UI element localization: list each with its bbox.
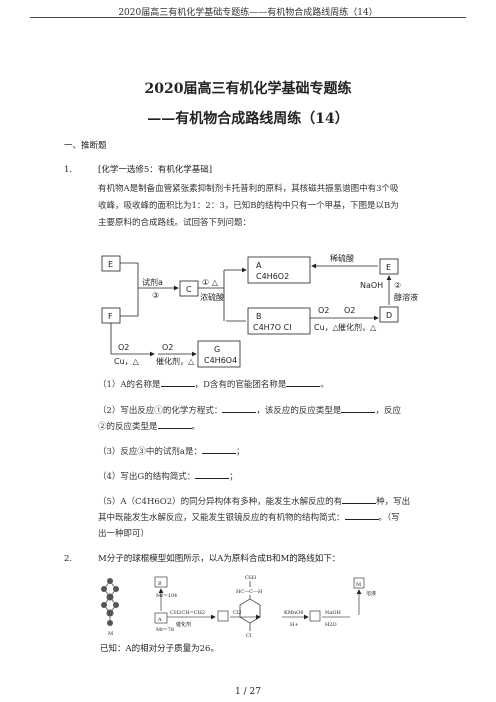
label-e-right: E bbox=[386, 263, 391, 272]
benzene-ring bbox=[239, 598, 261, 624]
q1-intro-line: 有机物A是制备血管紧张素抑制剂卡托普利的原料，其核磁共振氢谱图中有3个吸 bbox=[98, 184, 399, 194]
box-m bbox=[353, 577, 365, 589]
label-ch2: CH2CH=CH2 bbox=[170, 610, 205, 616]
label-a: A bbox=[256, 261, 262, 270]
label-a-formula: C4H6O2 bbox=[256, 272, 289, 281]
q1-intro-line: 主要原料的合成路线。试回答下列问题： bbox=[98, 218, 252, 228]
label-o2-cat: O2 bbox=[344, 306, 355, 315]
label-cl2: Cl2 bbox=[233, 610, 242, 616]
answer-blank[interactable] bbox=[160, 377, 195, 387]
answer-blank[interactable] bbox=[342, 494, 377, 504]
label-e: E bbox=[108, 260, 113, 269]
label-g-formula: C4H6O4 bbox=[204, 356, 237, 365]
label-b-formula: C4H7O Cl bbox=[253, 323, 291, 332]
box-d bbox=[379, 306, 399, 323]
running-header: 2020届高三有机化学基础专题练——有机物合成路线周练（14） bbox=[118, 8, 378, 18]
label-b2: B bbox=[158, 581, 162, 587]
label-water: H2O bbox=[325, 622, 337, 628]
label-hc: HC—C—H bbox=[236, 589, 263, 595]
box-b bbox=[247, 307, 311, 335]
q1-intro: 有机物A是制备血管紧张素抑制剂卡托普利的原料，其核磁共振氢谱图中有3个吸 收峰，… bbox=[98, 181, 399, 232]
label-cat-heat-bd: 催化剂，△ bbox=[338, 322, 377, 332]
doc-subtitle: ——有机物合成路线周练（14） bbox=[147, 111, 349, 127]
box-e-right bbox=[379, 258, 399, 275]
label-cat: 催化剂 bbox=[176, 621, 191, 628]
box-b2 bbox=[154, 576, 168, 588]
label-d: D bbox=[386, 311, 392, 320]
q2-known: 已知：A的相对分子质量为26。 bbox=[100, 644, 219, 654]
q1-sub5-cont: 其中既能发生水解反应，又能发生银镜反应的有机物的结构简式：。（写 bbox=[98, 510, 400, 527]
label-o2-bd: O2 bbox=[318, 306, 329, 315]
q1-sub3: （3）反应③中的试剂a是：； bbox=[98, 444, 245, 461]
q2-text: M分子的球棍模型如图所示，以A为原料合成B和M的路线如下： bbox=[98, 554, 341, 564]
label-naoh2: NaOH bbox=[325, 610, 341, 616]
synthesis-route-diagram: E F C 试剂a ③ ① △ 浓硫酸 A C4H6O2 B C4H7O Cl … bbox=[101, 253, 418, 368]
label-o2-g: O2 bbox=[162, 343, 173, 352]
label-ch3: CH3 bbox=[245, 575, 256, 581]
label-step3: ③ bbox=[152, 291, 159, 300]
label-naoh: NaOH bbox=[360, 281, 383, 290]
label-dil-h2so4: 稀硫酸 bbox=[330, 253, 354, 263]
label-c: C bbox=[186, 285, 192, 294]
box-g bbox=[197, 340, 241, 368]
label-conc-h2so4: 浓硫酸 bbox=[200, 292, 224, 302]
box-a2 bbox=[154, 612, 168, 624]
label-cu-heat-bd: Cu，△ bbox=[314, 323, 340, 332]
q1-intro-line: 收峰，吸收峰的面积比为1：2：3，已知B的结构中只有一个甲基，下图是以B为 bbox=[98, 201, 399, 211]
answer-blank[interactable] bbox=[195, 469, 230, 479]
box-a bbox=[247, 256, 311, 284]
section-heading: 一、推断题 bbox=[64, 141, 107, 151]
label-b: B bbox=[256, 312, 262, 321]
bonds bbox=[103, 580, 117, 623]
label-o2-fg: O2 bbox=[118, 343, 129, 352]
q1-sub5: （5）A（C4H6O2）的同分异构体有多种，能发生水解反应的有种，写出 bbox=[98, 494, 410, 511]
label-reagent-a: 试剂a bbox=[142, 277, 163, 287]
label-h: H+ bbox=[290, 622, 299, 628]
label-kmno4: KMnO4 bbox=[284, 610, 303, 616]
label-f: F bbox=[108, 312, 113, 321]
label-cu-heat-fg: Cu，△ bbox=[114, 357, 140, 366]
box-e bbox=[101, 255, 121, 272]
header-rule bbox=[30, 17, 466, 18]
answer-blank[interactable] bbox=[341, 403, 376, 413]
answer-blank[interactable] bbox=[286, 377, 321, 387]
q2-route-figure: M B Mr=104 A Mr=78 CH2CH=CH2 催化剂 Cl2 CH3… bbox=[101, 575, 376, 639]
label-m-model: M bbox=[108, 631, 113, 637]
box-step bbox=[217, 610, 229, 622]
join-line bbox=[120, 262, 139, 317]
q1-sub2-cont: ②的反应类型是。 bbox=[98, 419, 200, 436]
label-m-box: M bbox=[356, 582, 361, 588]
q1-sub4: （4）写出G的结构简式：； bbox=[98, 469, 238, 486]
box-step2 bbox=[309, 610, 321, 622]
q1-sub5-end: 出一种即可） bbox=[98, 529, 150, 539]
answer-blank[interactable] bbox=[201, 444, 236, 454]
answer-blank[interactable] bbox=[222, 403, 257, 413]
label-cat-heat-g: 催化剂，△ bbox=[156, 356, 195, 366]
label-step1: ① △ bbox=[202, 278, 219, 287]
label-cl: Cl bbox=[246, 633, 252, 639]
answer-blank[interactable] bbox=[344, 510, 379, 520]
label-a2: A bbox=[157, 617, 162, 623]
doc-title: 2020届高三有机化学基础专题练 bbox=[144, 81, 352, 97]
label-soln: 溶液 bbox=[366, 590, 376, 597]
label-alcohol: 醇溶液 bbox=[394, 292, 418, 302]
q1-sub2: （2）写出反应①的化学方程式：，该反应的反应类型是，反应 bbox=[98, 403, 401, 420]
label-a-mass: Mr=78 bbox=[156, 627, 174, 633]
label-b-mass: Mr=104 bbox=[156, 593, 177, 599]
page-number: 1 / 27 bbox=[235, 687, 261, 697]
label-step2: ② bbox=[394, 281, 401, 290]
q1-sub1: （1）A的名称是，D含有的官能团名称是。 bbox=[98, 377, 329, 394]
q1-number: 1. bbox=[64, 165, 73, 175]
box-c bbox=[179, 280, 199, 297]
q2-number: 2. bbox=[64, 554, 73, 564]
q1-tag: [化学一选修5：有机化学基础] bbox=[98, 165, 213, 175]
label-g: G bbox=[214, 345, 220, 354]
answer-blank[interactable] bbox=[157, 419, 192, 429]
